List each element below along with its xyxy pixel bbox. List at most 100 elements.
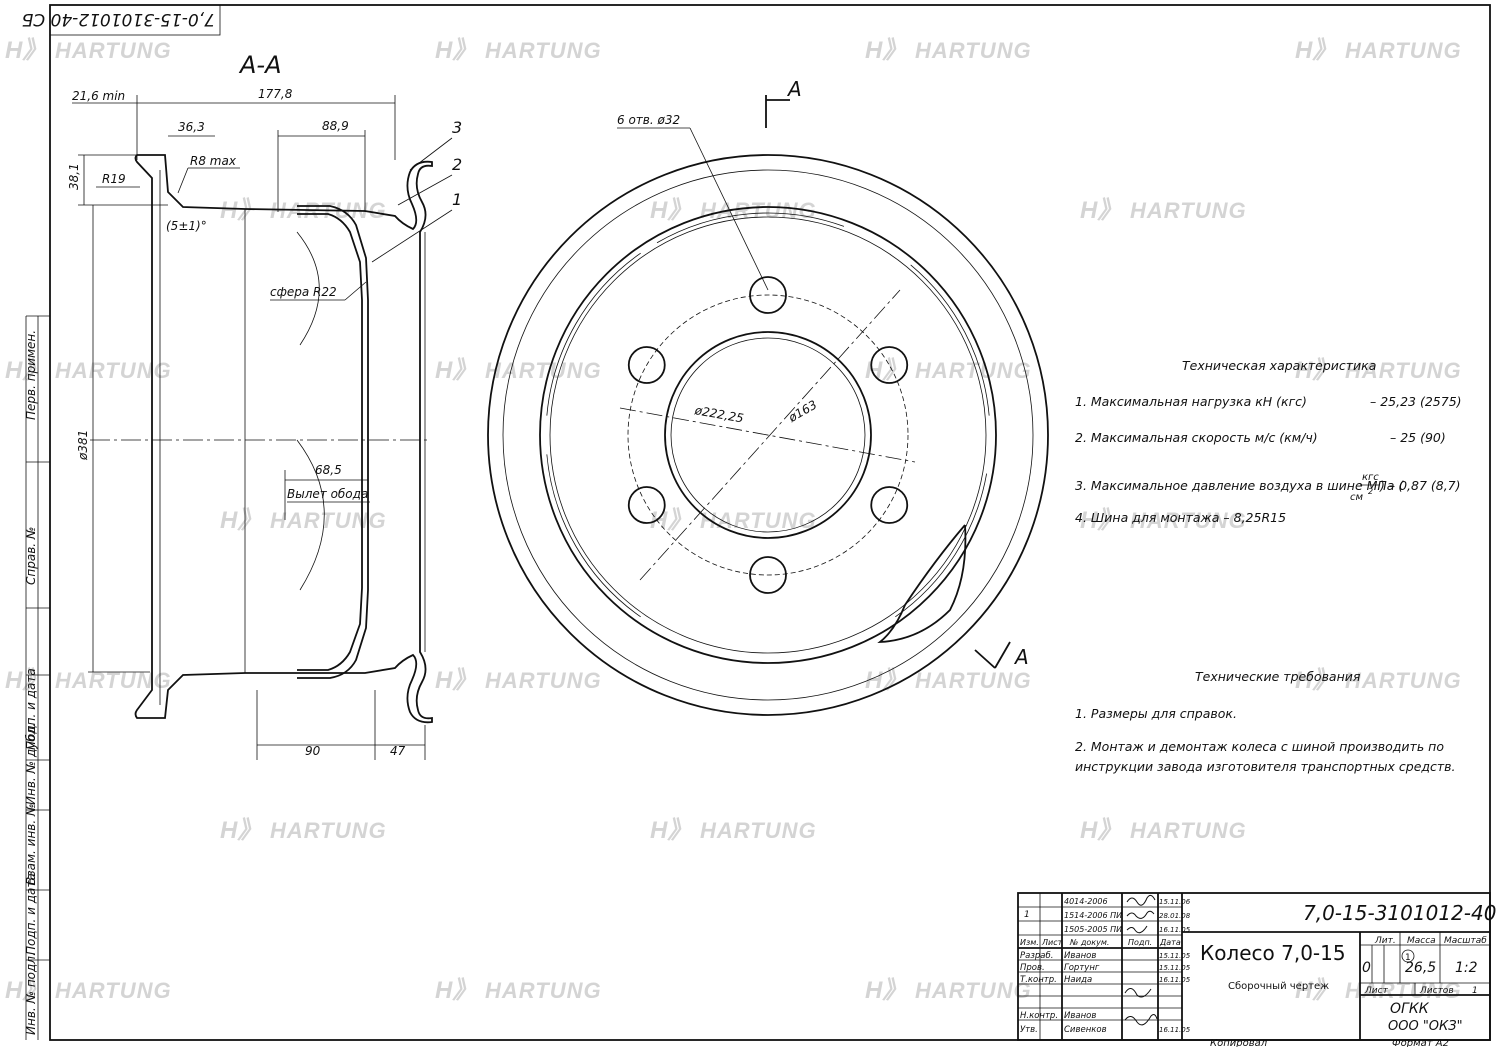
role-3: Т.контр. <box>1020 975 1057 985</box>
dim-68-5: 68,5 <box>315 463 342 477</box>
watermark-text: HARTUNG <box>1345 668 1462 693</box>
watermark-text: HARTUNG <box>55 978 172 1003</box>
watermark-logo: H》HARTUNG <box>435 357 601 384</box>
dim-r8: R8 max <box>190 154 237 168</box>
rotated-designation: 7,0-15-3101012-40 СБ <box>22 9 215 29</box>
dim-88-9: 88,9 <box>322 119 349 133</box>
watermark-logo: H》HARTUNG <box>1295 357 1461 384</box>
dim-offset-label: Вылет обода <box>287 487 368 501</box>
spec-line-3-label: 3. Максимальное давление воздуха в шине … <box>1075 478 1404 493</box>
lit-header: Лит. <box>1374 936 1396 946</box>
requirement-line-1: 1. Размеры для справок. <box>1075 706 1237 721</box>
dim-d222: ø222,25 <box>693 403 745 426</box>
lit-value: 0 <box>1362 960 1371 976</box>
callout-3: 3 <box>452 118 462 137</box>
drawing-frame <box>25 4 1491 1041</box>
role-1-date: 15.11.05 <box>1159 952 1191 960</box>
copied-label: Копировал <box>1210 1038 1268 1047</box>
spec-line-3-value: ) – 0,87 (8,7) <box>1379 478 1461 493</box>
stamp-vzam-inv: Взам. инв. № <box>24 804 38 885</box>
scale-value: 1:2 <box>1455 960 1478 976</box>
watermark-logo: H》HARTUNG <box>865 37 1031 64</box>
rim-slot <box>910 264 990 416</box>
change-1-date: 15.11.06 <box>1159 898 1191 906</box>
svg-text:H》: H》 <box>1295 667 1336 694</box>
dim-sphere: сфера R22 <box>270 285 337 299</box>
section-view: А-А 21,6 min 177,8 36,3 88,9 38,1 R19 <box>67 51 462 760</box>
watermark-logo: H》HARTUNG <box>1295 977 1462 1004</box>
watermark-text: HARTUNG <box>1345 978 1462 1003</box>
watermark-text: HARTUNG <box>55 358 172 383</box>
watermark-logo: H》HARTUNG <box>865 667 1031 694</box>
requirement-line-3: инструкции завода изготовителя транспорт… <box>1075 759 1456 774</box>
role-2-date: 15.11.05 <box>1159 964 1191 972</box>
dim-21-6: 21,6 min <box>72 89 125 103</box>
scale-header: Масштаб <box>1444 936 1487 946</box>
rim-slot <box>895 473 988 618</box>
svg-text:H》: H》 <box>220 817 261 844</box>
stamp-inv-podl: Инв. № подл. <box>24 952 38 1035</box>
requirements-title: Технические требования <box>1195 669 1361 684</box>
role-4-name: Иванов <box>1064 1011 1096 1021</box>
sheets-label: Листов <box>1419 986 1454 996</box>
watermark-text: HARTUNG <box>915 978 1032 1003</box>
svg-text:H》: H》 <box>220 197 261 224</box>
watermark-text: HARTUNG <box>270 818 387 843</box>
watermark-text: HARTUNG <box>1130 198 1247 223</box>
watermark-text: HARTUNG <box>915 358 1032 383</box>
watermark-text: HARTUNG <box>700 508 817 533</box>
bolt-hole <box>627 486 666 524</box>
front-view: А А 6 отв. ø32 ø222,25 ø163 <box>487 77 1049 716</box>
hdr-podp: Подп. <box>1128 938 1152 947</box>
role-4: Н.контр. <box>1020 1011 1058 1021</box>
stamp-podp-data-1: Подп. и дата <box>24 668 38 750</box>
watermark-logo: H》 HARTUNG <box>1295 667 1462 694</box>
watermark-logo: H》HARTUNG <box>1080 197 1247 224</box>
dim-177-8: 177,8 <box>258 87 293 101</box>
dim-47: 47 <box>390 744 406 758</box>
svg-text:H》: H》 <box>865 977 906 1004</box>
svg-text:H》: H》 <box>1080 817 1121 844</box>
role-3-date: 16.11.05 <box>1159 976 1191 984</box>
technical-requirements: Технические требования 1. Размеры для сп… <box>1075 669 1456 774</box>
stamp-podp-data-2: Подп. и дата <box>24 873 38 955</box>
svg-text:H》: H》 <box>1080 507 1121 534</box>
change-2-doc: 1514-2006 ПИ <box>1064 911 1122 920</box>
watermark-logo: H》HARTUNG <box>650 507 817 534</box>
svg-text:H》: H》 <box>220 507 261 534</box>
change-2-date: 28.01.08 <box>1159 912 1191 920</box>
org-2: ООО "ОКЗ" <box>1388 1019 1463 1034</box>
watermark-logo: H》 HARTUNG <box>5 37 172 64</box>
mass-value: 26,5 <box>1405 960 1436 976</box>
hdr-izm: Изм. <box>1020 938 1039 947</box>
watermark-logo: H》HARTUNG <box>1295 37 1461 64</box>
dim-d163: ø163 <box>785 398 819 426</box>
watermark-logo: H》HARTUNG <box>650 817 817 844</box>
dim-angle: (5±1)° <box>166 219 207 233</box>
watermark-text: HARTUNG <box>270 508 387 533</box>
mass-header: Масса <box>1407 936 1436 946</box>
change-3-doc: 1505-2005 ПИ <box>1064 925 1122 934</box>
change-1-n: 1 <box>1024 910 1030 920</box>
watermark-logo: H》HARTUNG <box>435 667 602 694</box>
svg-text:H》: H》 <box>1295 357 1336 384</box>
title-block: 1 4014-2006 15.11.06 1514-2006 ПИ 28.01.… <box>1017 892 1500 1047</box>
watermark-logo: H》HARTUNG <box>5 977 172 1004</box>
hdr-doc: № докум. <box>1069 938 1109 947</box>
bolt-hole <box>627 346 666 384</box>
section-title: А-А <box>238 51 282 79</box>
title-designation: 7,0-15-3101012-40 СБ <box>1303 901 1500 925</box>
stamp-inv-dubl: Инв. № дубл. <box>24 723 38 805</box>
role-3-name: Наида <box>1064 975 1092 985</box>
spec-line-4-label: 4. Шина для монтажа – 8,25R15 <box>1075 510 1286 525</box>
role-5-name: Сивенков <box>1064 1025 1107 1035</box>
rim-slot <box>656 212 845 244</box>
role-5: Утв. <box>1020 1025 1038 1035</box>
watermark-text: HARTUNG <box>700 818 817 843</box>
watermark-text: HARTUNG <box>485 668 602 693</box>
watermark-text: HARTUNG <box>55 38 172 63</box>
svg-text:H》: H》 <box>5 37 46 64</box>
callout-2: 2 <box>452 155 462 174</box>
requirement-line-2: 2. Монтаж и демонтаж колеса с шиной прои… <box>1075 739 1444 754</box>
svg-text:H》: H》 <box>435 977 476 1004</box>
